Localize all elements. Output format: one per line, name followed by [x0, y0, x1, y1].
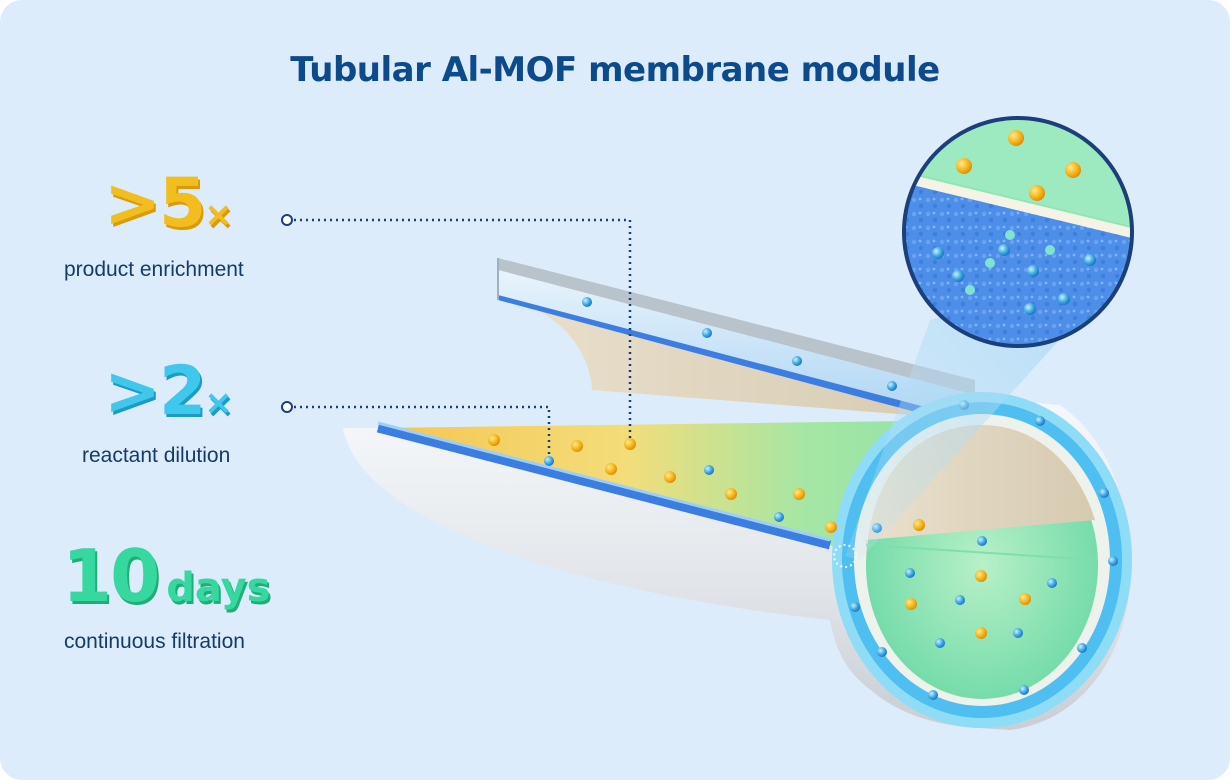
- stat-reactant-dilution: >2×: [104, 358, 233, 426]
- stat-label: product enrichment: [64, 258, 244, 281]
- product-particles: [488, 434, 1031, 639]
- stat-label: continuous filtration: [64, 630, 245, 653]
- callout-dot-icon: [281, 214, 293, 226]
- stat-value: >2×: [104, 352, 233, 431]
- stat-unit: ×: [204, 383, 233, 423]
- stat-unit: ×: [204, 195, 233, 235]
- stat-label: reactant dilution: [82, 444, 231, 467]
- stat-value: >5×: [104, 164, 233, 243]
- upper-wall: [497, 258, 975, 428]
- callout-dot-icon: [281, 401, 293, 413]
- reactant-particles: [544, 297, 1118, 700]
- stat-product-enrichment: >5×: [104, 170, 233, 238]
- magnifier-circle-icon: [902, 116, 1134, 348]
- tube-end-ring: [832, 392, 1132, 728]
- stat-unit: days: [166, 565, 271, 611]
- page-title: Tubular Al-MOF membrane module: [290, 50, 940, 90]
- callout-reactant: [281, 401, 551, 455]
- callout-product: [281, 214, 632, 438]
